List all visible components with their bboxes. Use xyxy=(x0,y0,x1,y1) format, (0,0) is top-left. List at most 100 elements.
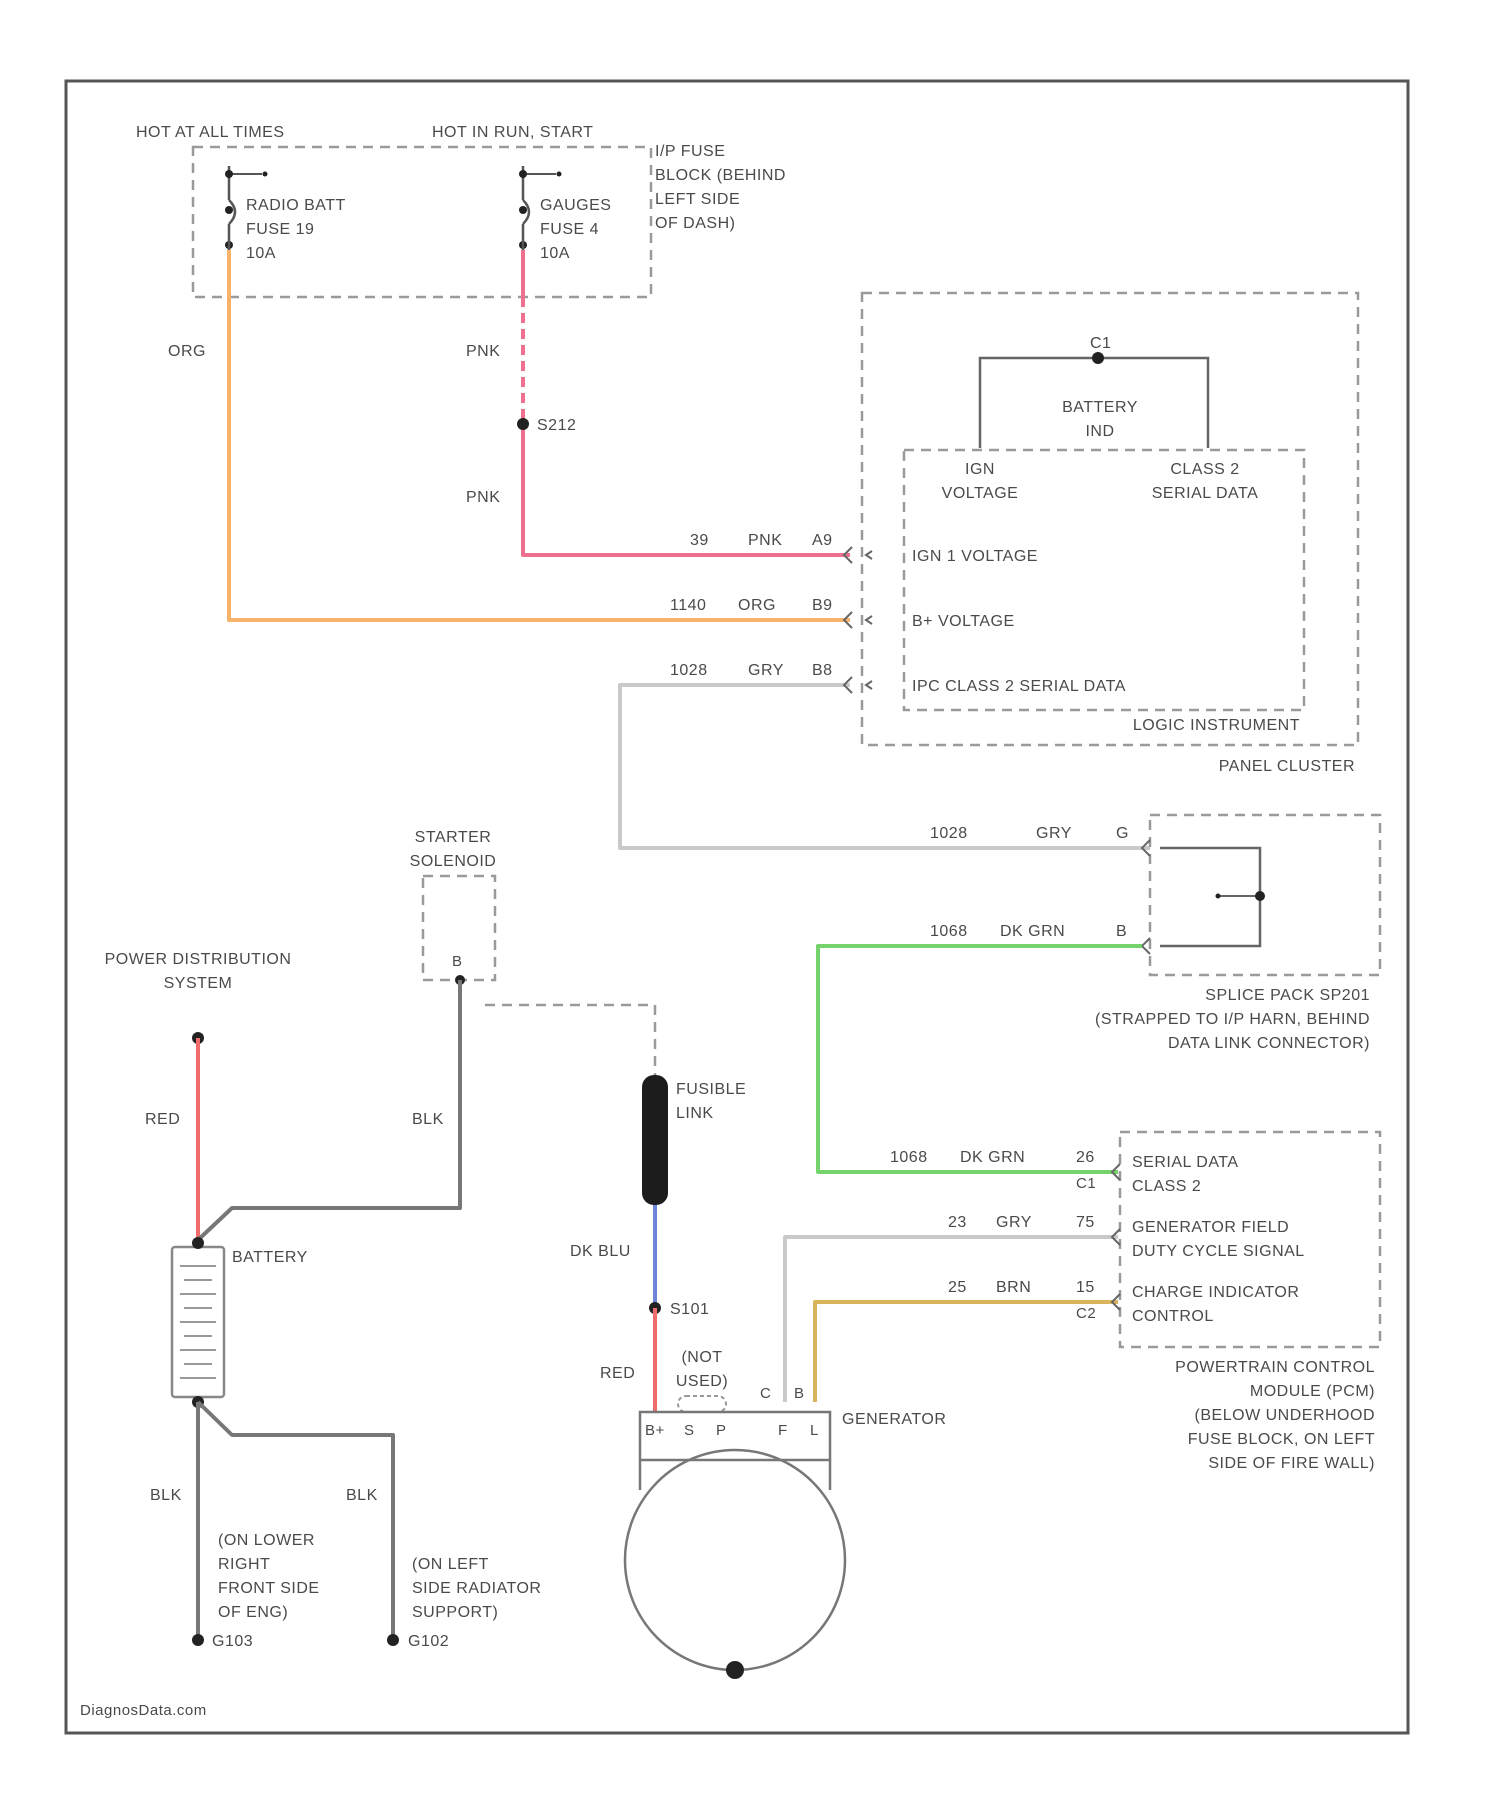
g102-location-line: SUPPORT) xyxy=(412,1604,498,1621)
generator-terminal: F xyxy=(778,1422,788,1439)
g103-label: G103 xyxy=(212,1633,253,1650)
pcm-circuit-label-line: CHARGE INDICATOR xyxy=(1132,1284,1299,1301)
g103-location-line: OF ENG) xyxy=(218,1604,288,1621)
splice-pack-name-line: SPLICE PACK SP201 xyxy=(1205,987,1370,1004)
org-wire-label: ORG xyxy=(168,343,206,360)
not-used-label-line: USED) xyxy=(676,1373,728,1390)
generator-terminal: P xyxy=(716,1422,727,1439)
ipc-circuit-pin: A9 xyxy=(812,532,833,549)
generator-terminal: B+ xyxy=(645,1422,665,1439)
fuse-4-label-line: 10A xyxy=(540,245,570,262)
pds-name-line: POWER DISTRIBUTION xyxy=(105,951,292,968)
red-pds-wire-label: RED xyxy=(145,1111,180,1128)
splice-s101-label: S101 xyxy=(670,1301,709,1318)
g102-location-line: SIDE RADIATOR xyxy=(412,1580,541,1597)
ign-voltage-label-line: VOLTAGE xyxy=(942,485,1019,502)
splice-pack-sp201: 1028 GRY G 1068 DK GRN B SPLICE PACK SP2… xyxy=(930,815,1380,1052)
fusible-link-name-line: FUSIBLE xyxy=(676,1081,746,1098)
pcm-circuit-number: 23 xyxy=(948,1214,967,1231)
splice-circuit-color: DK GRN xyxy=(1000,923,1065,940)
fuse-19-label-line: FUSE 19 xyxy=(246,221,314,238)
ip-fuse-block: HOT AT ALL TIMES HOT IN RUN, START I/P F… xyxy=(136,124,786,297)
fuse-block-name-line: OF DASH) xyxy=(655,215,735,232)
fuse-4-label-line: FUSE 4 xyxy=(540,221,599,238)
ipc-circuit-label: IGN 1 VOLTAGE xyxy=(912,548,1038,565)
pcm-circuit-label-line: CLASS 2 xyxy=(1132,1178,1201,1195)
pcm-circuit-label-line: SERIAL DATA xyxy=(1132,1154,1239,1171)
gry-wire-23 xyxy=(785,1237,1118,1402)
pcm-circuit-pin: 75 xyxy=(1076,1214,1095,1231)
ipc-circuit-color: GRY xyxy=(748,662,784,679)
splice-circuit-number: 1028 xyxy=(930,825,968,842)
pcm-circuit-pin: 15 xyxy=(1076,1279,1095,1296)
pcm-name-line: SIDE OF FIRE WALL) xyxy=(1208,1455,1375,1472)
pcm-name-line: POWERTRAIN CONTROL xyxy=(1175,1359,1375,1376)
ipc-circuit-color: ORG xyxy=(738,597,776,614)
dk-grn-wire-1068 xyxy=(818,946,1142,1172)
ground-g103 xyxy=(192,1634,204,1646)
ipc-circuit-number: 1028 xyxy=(670,662,708,679)
pcm-name-line: (BELOW UNDERHOOD xyxy=(1195,1407,1375,1424)
splice-circuit-pin: G xyxy=(1116,825,1129,842)
generator-terminal: S xyxy=(684,1422,695,1439)
red-gen-wire-label: RED xyxy=(600,1365,635,1382)
pcm-connector-id: C1 xyxy=(1076,1175,1096,1192)
generator-label: GENERATOR xyxy=(842,1411,946,1428)
pcm-circuit-label-line: GENERATOR FIELD xyxy=(1132,1219,1289,1236)
fuse-19-label-line: RADIO BATT xyxy=(246,197,346,214)
pcm-circuit-number: 1068 xyxy=(890,1149,928,1166)
blk-g102-label: BLK xyxy=(346,1487,378,1504)
ipc-circuit-number: 1140 xyxy=(670,597,706,614)
ipc-circuit-color: PNK xyxy=(748,532,782,549)
starter-to-fusible-dashed xyxy=(485,1005,655,1075)
ipc-circuit-pin: B8 xyxy=(812,662,833,679)
fusible-link-name-line: LINK xyxy=(676,1105,714,1122)
pcm-circuit-color: GRY xyxy=(996,1214,1032,1231)
blk-starter-wire-label: BLK xyxy=(412,1111,444,1128)
splice-pack-node xyxy=(1255,891,1265,901)
pcm-circuit-color: DK GRN xyxy=(960,1149,1025,1166)
g103-location-line: (ON LOWER xyxy=(218,1532,315,1549)
ipc-circuit-number: 39 xyxy=(690,532,709,549)
fuse-4-label-line: GAUGES xyxy=(540,197,611,214)
pcm-circuit-label-line: DUTY CYCLE SIGNAL xyxy=(1132,1243,1305,1260)
hot-in-run-start-label: HOT IN RUN, START xyxy=(432,124,593,141)
starter-name-line: STARTER xyxy=(415,829,492,846)
ipc-circuit-pin: B9 xyxy=(812,597,833,614)
generator-top-pin: C xyxy=(760,1385,771,1402)
hot-at-all-times-label: HOT AT ALL TIMES xyxy=(136,124,285,141)
battery-ind-node xyxy=(1092,352,1104,364)
generator-body xyxy=(625,1450,845,1670)
g102-location-line: (ON LEFT xyxy=(412,1556,489,1573)
splice-circuit-pin: B xyxy=(1116,923,1127,940)
starter-pin-b: B xyxy=(452,953,463,970)
starter-solenoid: STARTER SOLENOID B xyxy=(410,829,655,1075)
class2-label-line: CLASS 2 xyxy=(1170,461,1239,478)
pcm-circuit-pin: 26 xyxy=(1076,1149,1095,1166)
pcm-connector-id: C2 xyxy=(1076,1305,1096,1322)
ign-voltage-label-line: IGN xyxy=(965,461,995,478)
g102-label: G102 xyxy=(408,1633,449,1650)
splice-s212-label: S212 xyxy=(537,417,576,434)
ipc-name-line: PANEL CLUSTER xyxy=(1219,758,1355,775)
ipc-name-line: LOGIC INSTRUMENT xyxy=(1133,717,1300,734)
fuse-block-name-line: I/P FUSE xyxy=(655,143,725,160)
splice-s212 xyxy=(517,418,529,430)
diagram-frame xyxy=(66,81,1408,1733)
pnk-wire xyxy=(523,424,850,555)
pds-name-line: SYSTEM xyxy=(164,975,233,992)
g103-location-line: FRONT SIDE xyxy=(218,1580,320,1597)
fuse-block-name-line: BLOCK (BEHIND xyxy=(655,167,786,184)
splice-circuit-color: GRY xyxy=(1036,825,1072,842)
splice-circuit-number: 1068 xyxy=(930,923,968,940)
blk-g103-label: BLK xyxy=(150,1487,182,1504)
battery-label: BATTERY xyxy=(232,1249,308,1266)
splice-pack-name-line: DATA LINK CONNECTOR) xyxy=(1168,1035,1370,1052)
class2-label-line: SERIAL DATA xyxy=(1152,485,1259,502)
ipc-circuit-label: B+ VOLTAGE xyxy=(912,613,1015,630)
pcm-circuit-color: BRN xyxy=(996,1279,1031,1296)
footer-watermark: DiagnosData.com xyxy=(80,1702,207,1719)
pcm-name-line: FUSE BLOCK, ON LEFT xyxy=(1188,1431,1375,1448)
splice-pack-name-line: (STRAPPED TO I/P HARN, BEHIND xyxy=(1095,1011,1370,1028)
g103-location-line: RIGHT xyxy=(218,1556,270,1573)
